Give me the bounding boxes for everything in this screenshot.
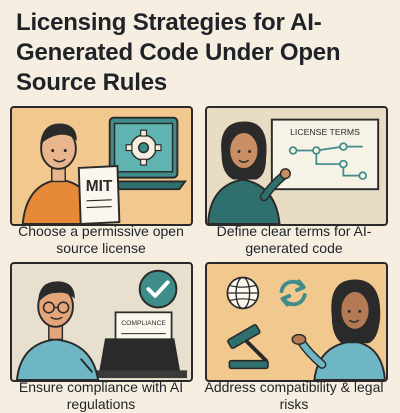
person-figure bbox=[291, 279, 386, 380]
person-figure bbox=[15, 281, 100, 380]
caption-compatibility: Address compatibility & legal risks bbox=[204, 379, 384, 412]
sync-icon bbox=[279, 279, 307, 307]
card-compatibility bbox=[205, 262, 388, 382]
card-define-terms: LICENSE TERMS bbox=[205, 106, 388, 226]
mit-sign: MIT bbox=[77, 164, 121, 224]
caption-define-terms: Define clear terms for AI-generated code bbox=[216, 223, 372, 256]
person-figure bbox=[207, 121, 291, 224]
illustration-compliance: COMPLIANCE bbox=[13, 264, 190, 380]
illustration-developer-laptop: MIT bbox=[13, 108, 190, 224]
gear-icon bbox=[125, 129, 162, 166]
card-permissive-license: MIT bbox=[10, 106, 193, 226]
illustration-compatibility bbox=[208, 264, 386, 380]
page-title: Licensing Strategies for AI-Generated Co… bbox=[16, 9, 341, 96]
board-title: LICENSE TERMS bbox=[290, 127, 360, 137]
checkmark-icon bbox=[138, 269, 178, 309]
license-board: LICENSE TERMS bbox=[270, 118, 380, 191]
mit-label: MIT bbox=[86, 178, 113, 195]
illustration-presenter-board: LICENSE TERMS bbox=[207, 108, 385, 224]
globe-icon bbox=[226, 276, 260, 310]
gavel-icon bbox=[227, 324, 269, 370]
laptop-icon bbox=[94, 338, 188, 379]
caption-permissive-license: Choose a permissive open source license bbox=[18, 223, 184, 256]
compliance-label: COMPLIANCE bbox=[121, 320, 166, 327]
caption-compliance: Ensure compliance with AI regulations bbox=[18, 379, 184, 412]
card-compliance: COMPLIANCE bbox=[10, 262, 193, 382]
